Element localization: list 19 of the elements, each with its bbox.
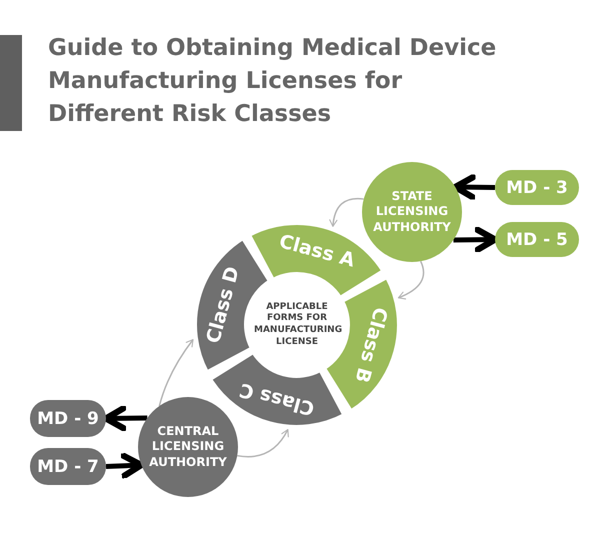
circle-label: APPLICABLE FORMS FOR MANUFACTURING LICENSE — [254, 302, 340, 348]
form-badge: MD - 3 — [495, 170, 579, 205]
arrow — [452, 174, 496, 200]
cycle-arrow — [329, 198, 364, 227]
diagram-title: Guide to Obtaining Medical Device Manufacturing Licenses for Different Risk Classes — [48, 34, 498, 129]
class-label: Class C — [237, 378, 317, 420]
ring-segment — [210, 352, 345, 427]
cycle-arrow — [398, 260, 424, 300]
form-badge: MD - 5 — [495, 222, 579, 257]
class-label: Class A — [276, 230, 357, 272]
cycle-arrow — [158, 339, 194, 406]
arrow — [106, 452, 144, 479]
class-label: Class B — [350, 304, 392, 385]
circle-label: STATE LICENSING AUTHORITY — [372, 188, 452, 236]
form-badge: MD - 9 — [30, 400, 106, 437]
form-badge: MD - 7 — [30, 448, 106, 485]
class-label: Class D — [202, 264, 244, 346]
cycle-arrow — [237, 429, 289, 458]
circle-label: CENTRAL LICENSING AUTHORITY — [148, 424, 228, 470]
